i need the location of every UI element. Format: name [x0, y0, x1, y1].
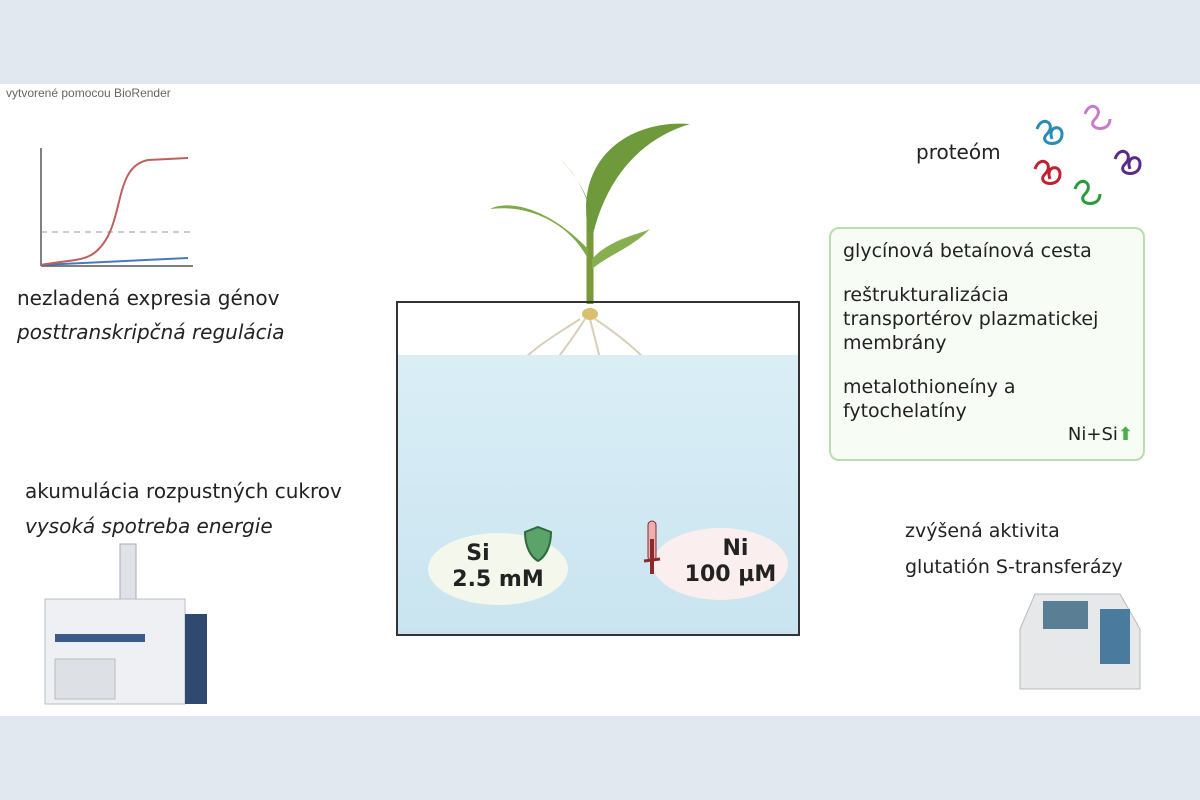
mechanisms-box: glycínová betaínová cesta reštrukturaliz…: [829, 227, 1145, 461]
spectrophotometer-icon: [1019, 593, 1141, 690]
box-item: glycínová betaínová cesta: [843, 240, 1092, 262]
energy-text: vysoká spotreba energie: [25, 514, 273, 538]
mass-spectrometer-icon: [44, 543, 207, 705]
gst-text-1: zvýšená aktivita: [905, 520, 1060, 542]
gst-text-2: glutatión S-transferázy: [905, 556, 1123, 578]
figure-canvas: vytvorené pomocou BioRender nezladená ex…: [0, 84, 1200, 716]
hydroponic-tank: Si 2.5 mM Ni 100 µM: [396, 301, 800, 636]
gene-expression-text: nezladená expresia génov: [17, 286, 280, 310]
proteome-label: proteóm: [916, 140, 1001, 164]
ni-concentration: 100 µM: [684, 562, 777, 587]
expression-curve-icon: [40, 148, 193, 267]
ni-label: Ni: [722, 536, 749, 561]
ni-si-label: Ni+Si: [1067, 424, 1118, 445]
ni-si-indicator: Ni+Si⬆: [1068, 423, 1133, 447]
sugar-text: akumulácia rozpustných cukrov: [25, 479, 342, 503]
proteins-icon: [1033, 104, 1142, 205]
up-arrow-icon: ⬆: [1117, 424, 1133, 445]
thermometer-icon: [643, 520, 661, 574]
regulation-text: posttranskripčná regulácia: [17, 320, 285, 344]
nickel-treatment-badge: Ni 100 µM: [653, 528, 788, 600]
si-label: Si: [466, 541, 490, 566]
shield-icon: [523, 525, 553, 563]
credit-text: vytvorené pomocou BioRender: [6, 86, 171, 100]
box-item: metalothioneíny a fytochelatíny: [843, 376, 1016, 422]
si-concentration: 2.5 mM: [452, 567, 544, 592]
box-item: reštrukturalizácia transportérov plazmat…: [843, 284, 1099, 354]
